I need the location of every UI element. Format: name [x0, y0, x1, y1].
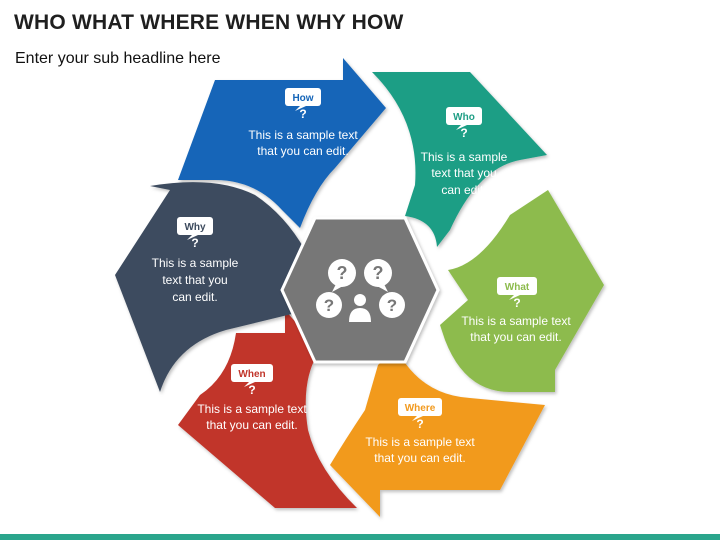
how-text-line1: This is a sample text — [248, 128, 358, 142]
when-question-mark: ? — [248, 383, 255, 397]
what-bubble-label: What — [505, 282, 530, 293]
center-hexagon — [280, 216, 440, 364]
how-bubble-label: How — [292, 93, 313, 104]
when-bubble-label: When — [238, 369, 265, 380]
people-questions-icon: ? ? ? ? — [316, 259, 405, 322]
who-bubble: Who ? — [446, 107, 482, 140]
what-text-line2: that you can edit. — [470, 330, 561, 344]
segment-how-shape — [178, 58, 386, 228]
page-title: WHO WHAT WHERE WHEN WHY HOW — [14, 11, 404, 34]
when-bubble: When ? — [231, 364, 273, 397]
svg-text:?: ? — [324, 296, 334, 315]
where-text-line2: that you can edit. — [374, 451, 465, 465]
why-text-line2: text that you — [162, 273, 227, 287]
what-question-mark: ? — [513, 296, 520, 310]
who-text-line2: text that you — [431, 166, 496, 180]
who-question-mark: ? — [460, 126, 467, 140]
segment-where-shape — [330, 348, 545, 517]
what-text-line1: This is a sample text — [461, 314, 571, 328]
why-question-mark: ? — [191, 236, 198, 250]
where-text-line1: This is a sample text — [365, 435, 475, 449]
when-text-line1: This is a sample text — [197, 402, 307, 416]
svg-text:?: ? — [337, 263, 348, 283]
who-text-line3: can edit. — [441, 183, 486, 197]
segment-who[interactable] — [372, 72, 547, 247]
why-bubble-label: Why — [184, 222, 206, 233]
where-bubble: Where ? — [398, 398, 442, 431]
who-text-line1: This is a sample — [421, 150, 508, 164]
why-bubble: Why ? — [177, 217, 213, 250]
how-bubble: How ? — [285, 88, 321, 121]
page-subtitle: Enter your sub headline here — [15, 50, 221, 67]
segment-why[interactable] — [115, 182, 305, 392]
svg-text:?: ? — [373, 263, 384, 283]
what-bubble: What ? — [497, 277, 537, 310]
segment-who-shape — [372, 72, 547, 247]
svg-text:?: ? — [387, 296, 397, 315]
how-text-line2: that you can edit. — [257, 144, 348, 158]
how-question-mark: ? — [299, 107, 306, 121]
where-question-mark: ? — [416, 417, 423, 431]
when-text-line2: that you can edit. — [206, 418, 297, 432]
segment-how[interactable] — [178, 58, 386, 228]
who-bubble-label: Who — [453, 112, 475, 123]
footer-bar — [0, 534, 720, 540]
where-bubble-label: Where — [405, 403, 436, 414]
why-text-line1: This is a sample — [152, 256, 239, 270]
why-text-line3: can edit. — [172, 290, 217, 304]
segment-why-shape — [115, 182, 305, 392]
segment-where[interactable] — [330, 348, 545, 517]
